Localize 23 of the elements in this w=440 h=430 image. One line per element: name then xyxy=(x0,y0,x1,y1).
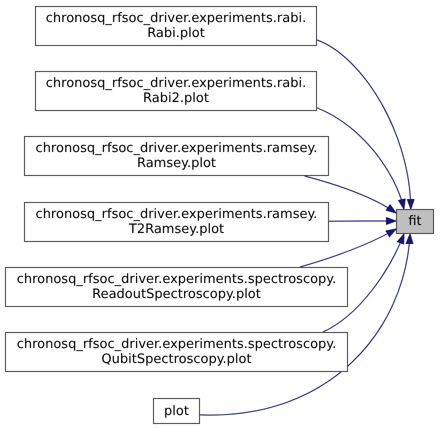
call-arrow xyxy=(299,228,396,268)
function-name: plot xyxy=(164,404,189,418)
call-arrow xyxy=(328,217,396,225)
function-box xyxy=(5,332,348,372)
function-name: chronosq_rfsoc_driver.experiments.spectroscopy. QubitSpectroscopy.plot xyxy=(16,337,338,367)
function-box xyxy=(153,398,200,424)
function-name: chronosq_rfsoc_driver.experiments.rabi. Rabi.plot xyxy=(44,11,308,41)
function-box xyxy=(5,267,348,307)
call-arrow xyxy=(304,176,396,214)
function-name: fit xyxy=(408,214,422,229)
function-box xyxy=(35,71,317,111)
function-name: chronosq_rfsoc_driver.experiments.ramsey. T2Ramsey.plot xyxy=(34,207,318,237)
function-name: chronosq_rfsoc_driver.experiments.rabi. Rabi2.plot xyxy=(44,76,308,106)
call-arrow xyxy=(316,107,406,210)
function-name: chronosq_rfsoc_driver.experiments.spectroscopy. ReadoutSpectroscopy.plot xyxy=(16,272,338,302)
call-arrow xyxy=(316,40,414,210)
call-arrow xyxy=(200,234,413,416)
function-box xyxy=(24,136,329,176)
function-box xyxy=(35,6,317,46)
function-name: chronosq_rfsoc_driver.experiments.ramsey. Ramsey.plot xyxy=(34,141,318,171)
function-box xyxy=(396,209,434,234)
function-box xyxy=(24,202,329,242)
call-arrow xyxy=(322,234,404,332)
